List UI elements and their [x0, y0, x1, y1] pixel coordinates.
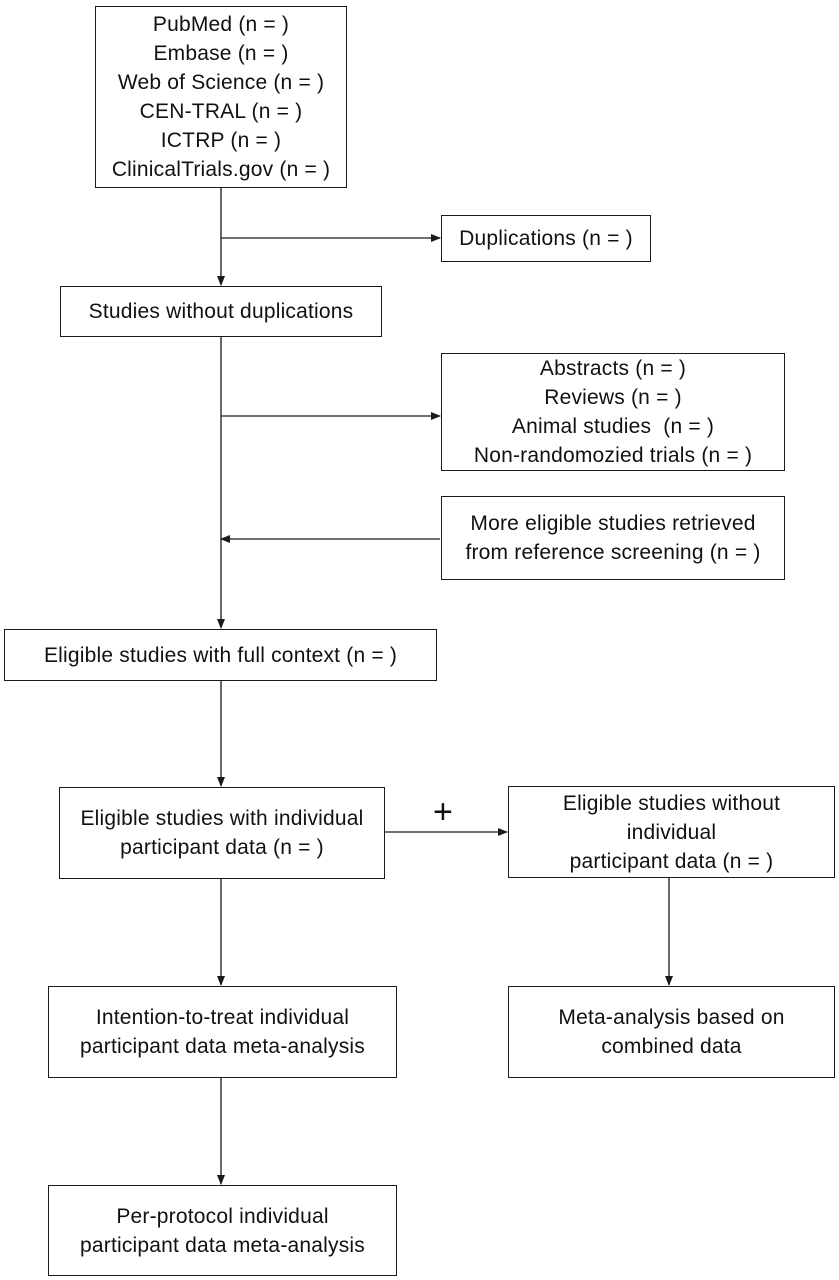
duplications-label: Duplications (n = ) — [459, 227, 633, 250]
excluded-animal-studies: Animal studies (n = ) — [511, 415, 715, 438]
duplications-box: Duplications (n = ) — [441, 215, 651, 262]
combined-analysis-box: Meta-analysis based on combined data — [508, 986, 835, 1078]
without-ipd-line-3: participant data (n = ) — [569, 849, 774, 873]
itt-analysis-line-1: Intention-to-treat individual — [95, 1006, 350, 1029]
database-web-of-science: Web of Science (n = ) — [117, 71, 325, 94]
pp-analysis-line-2: participant data meta-analysis — [80, 1233, 365, 1257]
excluded-reviews: Reviews (n = ) — [544, 386, 682, 409]
combine-plus-symbol: + — [433, 793, 453, 831]
with-ipd-line-2: participant data (n = ) — [120, 836, 324, 859]
database-embase: Embase (n = ) — [153, 42, 289, 65]
combined-analysis-line-1: Meta-analysis based on — [558, 1006, 785, 1029]
pp-analysis-box: Per-protocol individual participant data… — [48, 1185, 397, 1276]
itt-analysis-box: Intention-to-treat individual participan… — [48, 986, 397, 1078]
database-ictrp: ICTRP (n = ) — [160, 129, 282, 152]
without-ipd-line-1: Eligible studies without — [562, 791, 781, 815]
excluded-non-randomized: Non-randomozied trials (n = ) — [473, 444, 753, 467]
without-ipd-line-2: individual — [626, 820, 717, 844]
with-ipd-line-1: Eligible studies with individual — [80, 807, 364, 830]
excluded-abstracts: Abstracts (n = ) — [539, 357, 687, 380]
without-ipd-box: Eligible studies without individual part… — [508, 786, 835, 878]
itt-analysis-line-2: participant data meta-analysis — [80, 1035, 365, 1058]
with-ipd-box: Eligible studies with individual partici… — [59, 787, 385, 879]
database-central: CEN-TRAL (n = ) — [139, 100, 303, 123]
database-clinicaltrials: ClinicalTrials.gov (n = ) — [111, 158, 331, 181]
combined-analysis-line-2: combined data — [601, 1035, 742, 1058]
pp-analysis-line-1: Per-protocol individual — [116, 1204, 329, 1228]
reference-screening-line-2: from reference screening (n = ) — [465, 541, 761, 564]
database-pubmed: PubMed (n = ) — [152, 13, 290, 36]
reference-screening-box: More eligible studies retrieved from ref… — [441, 496, 785, 580]
full-context-box: Eligible studies with full context (n = … — [4, 629, 437, 681]
excluded-box: Abstracts (n = ) Reviews (n = ) Animal s… — [441, 353, 785, 471]
studies-without-duplications-label: Studies without duplications — [88, 300, 354, 323]
databases-box: PubMed (n = ) Embase (n = ) Web of Scien… — [95, 6, 347, 188]
reference-screening-line-1: More eligible studies retrieved — [470, 512, 756, 535]
studies-without-duplications-box: Studies without duplications — [60, 286, 382, 337]
full-context-label: Eligible studies with full context (n = … — [43, 643, 398, 667]
